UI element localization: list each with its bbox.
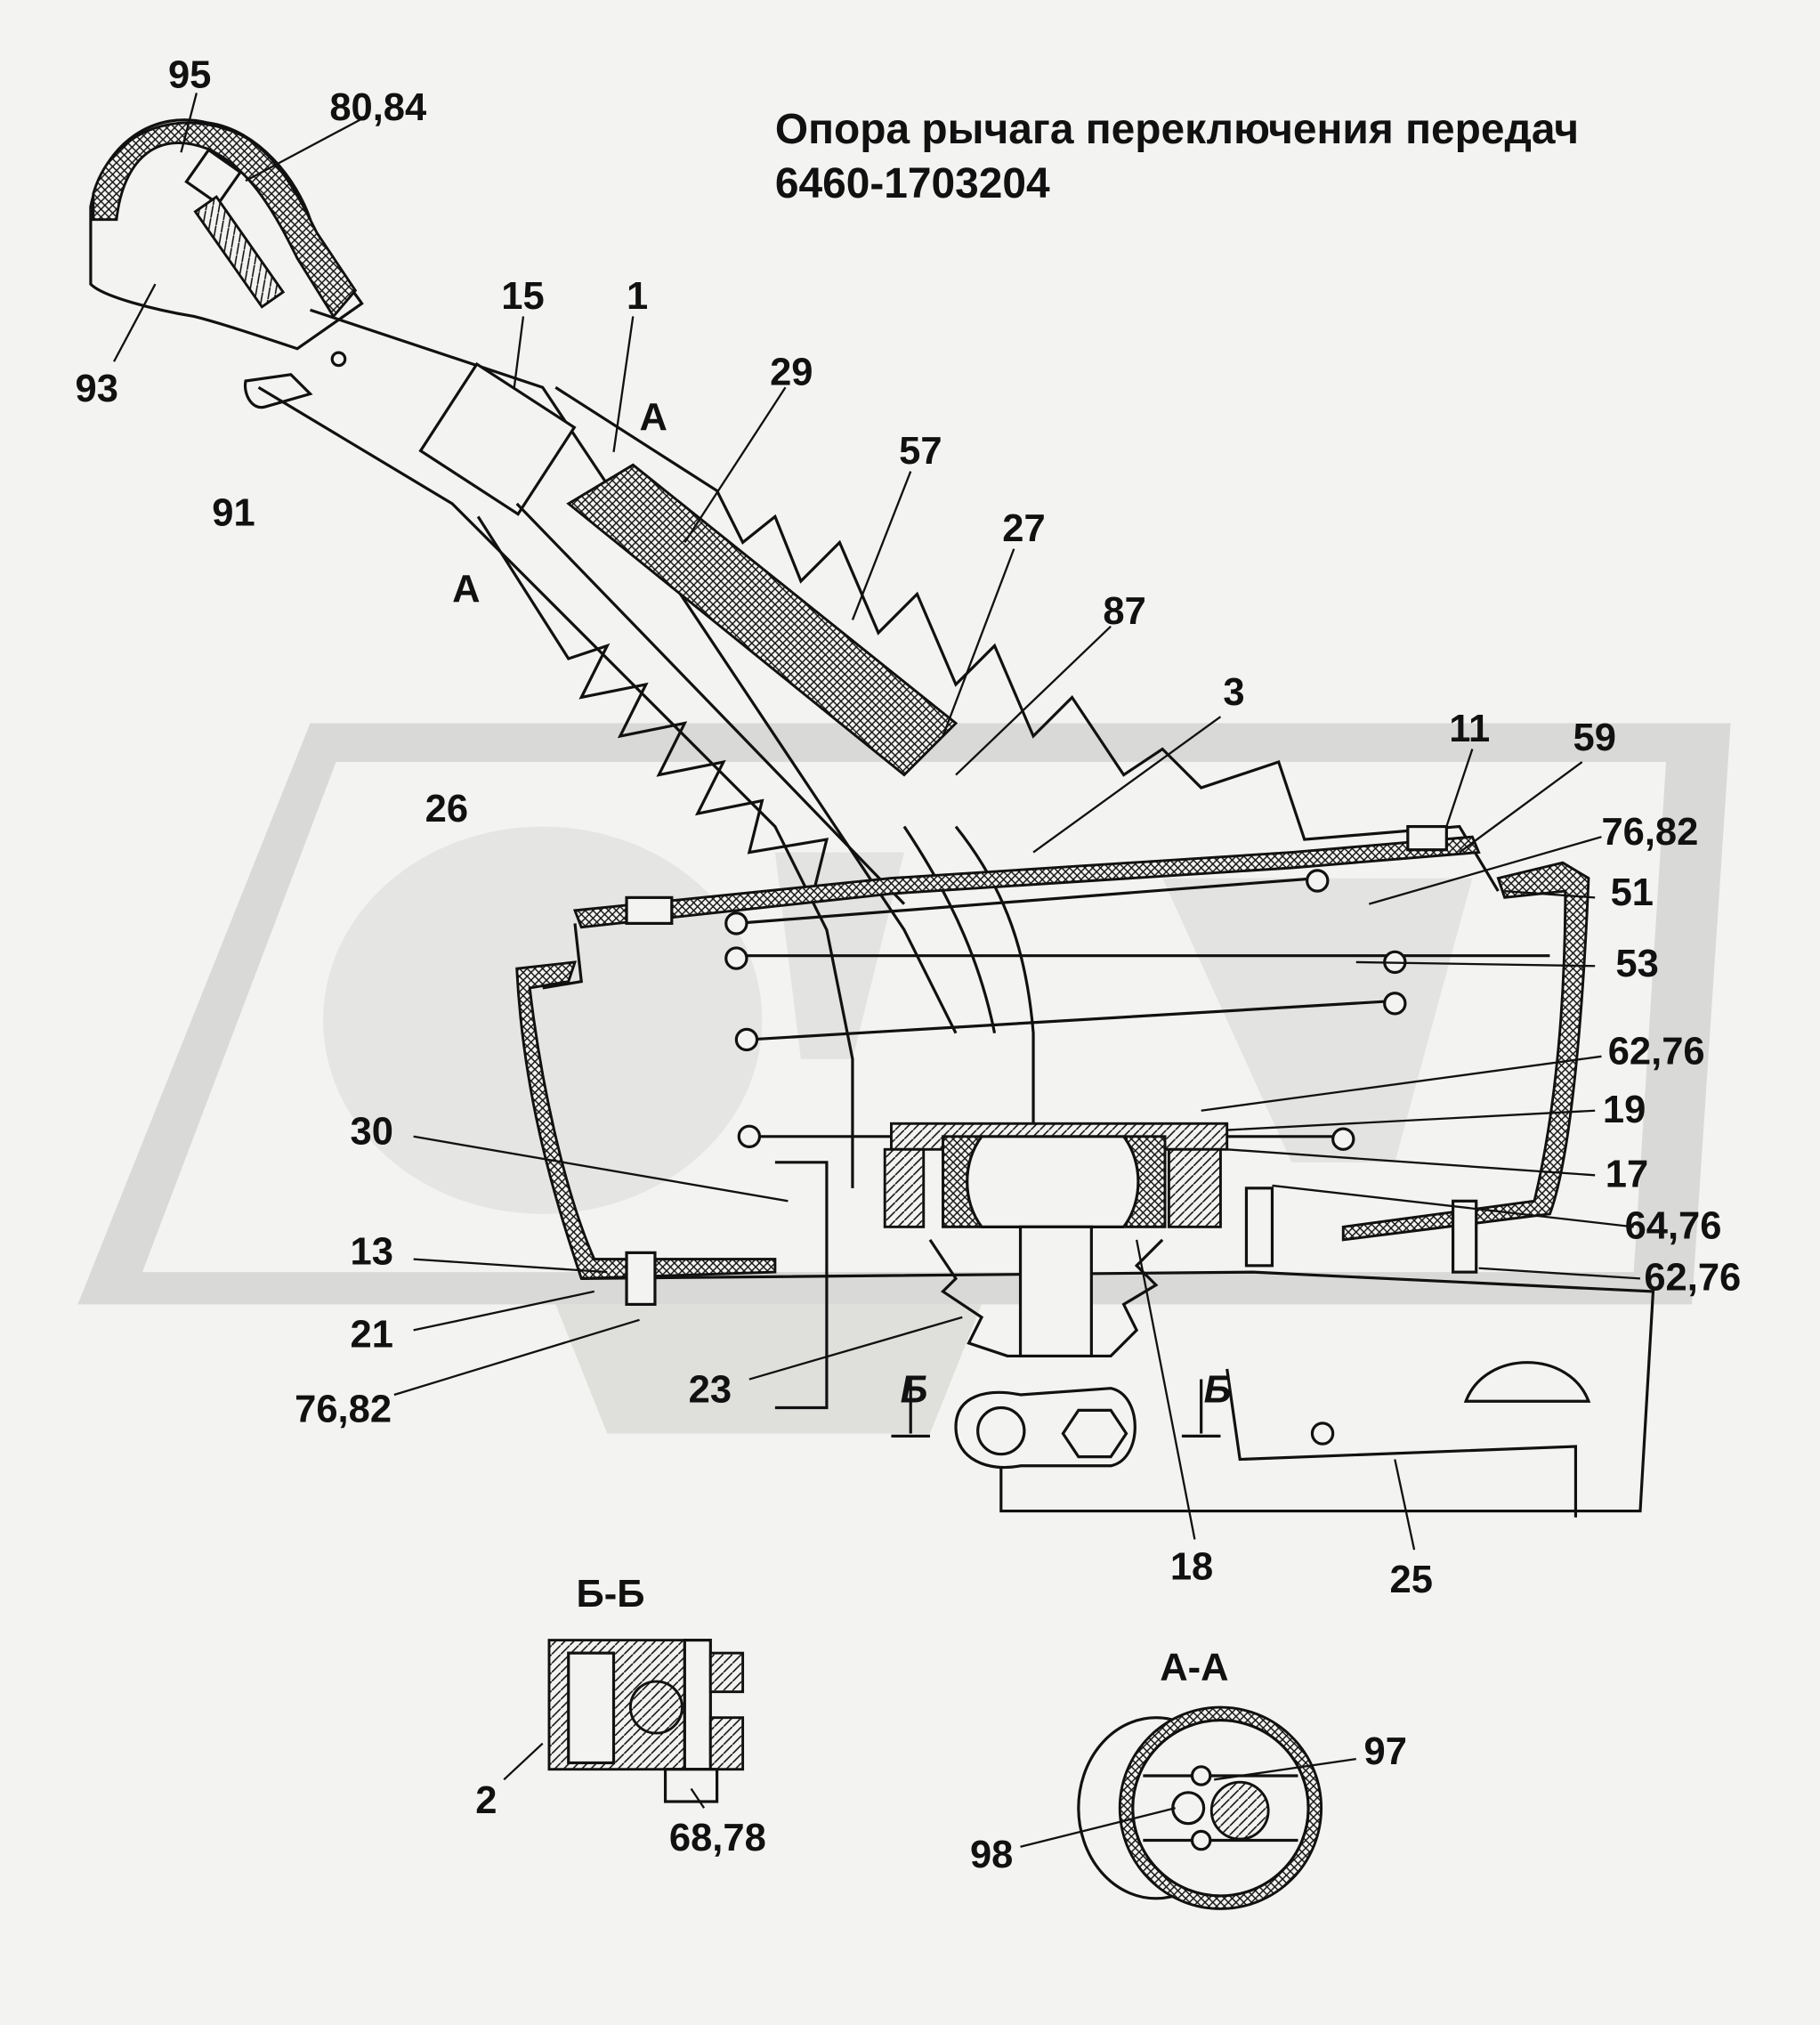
lever-knob	[89, 118, 364, 409]
callout-23: 23	[689, 1369, 732, 1412]
callout-51: 51	[1611, 871, 1654, 914]
callout-57: 57	[899, 430, 942, 473]
callout-98: 98	[970, 1834, 1013, 1876]
watermark-logo	[77, 723, 1731, 1434]
callout-13: 13	[351, 1230, 393, 1273]
section-aa-title: А-А	[1160, 1647, 1228, 1689]
callout-93: 93	[75, 368, 117, 410]
callout-1: 1	[627, 275, 648, 318]
callout-76-82-left: 76,82	[295, 1388, 392, 1430]
callout-87: 87	[1103, 590, 1145, 633]
section-a-mark-top: A	[640, 396, 667, 439]
part-number: 6460-1703204	[775, 160, 1050, 207]
callout-11: 11	[1449, 708, 1490, 750]
callout-15: 15	[501, 275, 544, 318]
callout-95: 95	[168, 54, 211, 97]
section-bb	[547, 1639, 745, 1803]
housing-cover	[515, 835, 1655, 1518]
callout-76-82-right: 76,82	[1601, 811, 1698, 854]
callout-59: 59	[1573, 717, 1616, 759]
section-bb-title: Б-Б	[576, 1573, 644, 1616]
callout-17: 17	[1606, 1153, 1648, 1195]
callout-26: 26	[425, 788, 468, 830]
callout-21: 21	[351, 1313, 393, 1356]
callout-25: 25	[1390, 1559, 1433, 1601]
section-b-mark-right: Б	[1204, 1369, 1232, 1412]
callout-80-84: 80,84	[329, 86, 426, 129]
section-b-mark-left: Б	[901, 1369, 928, 1412]
callout-62-76-top: 62,76	[1608, 1031, 1705, 1073]
callout-68-78: 68,78	[669, 1817, 766, 1859]
ball-joint	[625, 824, 1478, 1470]
callout-3: 3	[1223, 671, 1244, 714]
callout-62-76-bottom: 62,76	[1644, 1256, 1741, 1299]
section-a-mark-bottom: A	[452, 568, 480, 611]
callout-97: 97	[1363, 1730, 1406, 1773]
callout-91: 91	[212, 492, 255, 535]
callout-19: 19	[1603, 1089, 1646, 1131]
callout-30: 30	[351, 1110, 393, 1153]
diagram-title: Опора рычага переключения передач	[775, 106, 1579, 153]
callout-labels: 95 80,84 93 15 1 29 A 57 91 A 27 87 3 11…	[75, 54, 1741, 1876]
leader-lines	[113, 93, 1641, 1848]
rubber-boot	[476, 385, 1500, 919]
section-marks	[891, 1379, 1221, 1438]
gear-lever	[257, 308, 1035, 1410]
section-aa	[1077, 1705, 1323, 1910]
callout-2: 2	[475, 1779, 497, 1822]
callout-64-76: 64,76	[1625, 1204, 1722, 1247]
callout-18: 18	[1170, 1545, 1213, 1588]
callout-29: 29	[770, 351, 813, 393]
callout-27: 27	[1002, 507, 1045, 550]
callout-53: 53	[1615, 943, 1658, 985]
